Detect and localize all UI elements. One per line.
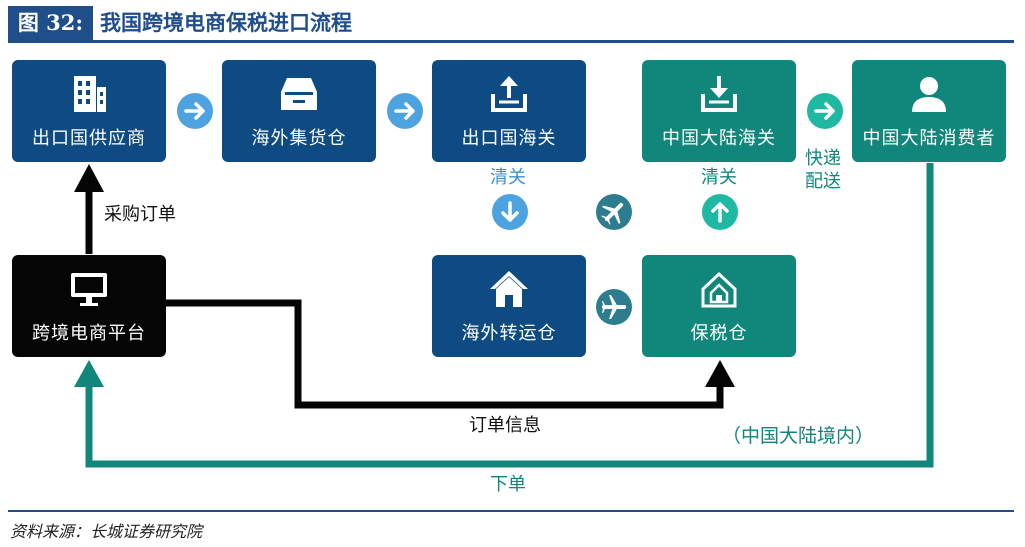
node-overseas-warehouse: 海外集货仓 [222, 60, 376, 162]
airplane-landing-icon [596, 194, 632, 230]
arrow-right-icon [177, 93, 213, 129]
node-bonded-warehouse-label: 保税仓 [690, 323, 748, 344]
region-label: （中国大陆境内） [722, 425, 875, 447]
source-note: 资料来源：长城证券研究院 [10, 522, 203, 541]
node-bonded-warehouse: 保税仓 [642, 255, 796, 357]
express-label-line1: 快递 [805, 148, 841, 169]
node-supplier: 出口国供应商 [12, 60, 166, 162]
clearance-label-right: 清关 [701, 167, 737, 188]
order-info-line [166, 299, 724, 409]
node-export-customs: 出口国海关 [432, 60, 586, 162]
node-transfer-warehouse-label: 海外转运仓 [461, 323, 557, 344]
figure-title: 我国跨境电商保税进口流程 [100, 10, 352, 35]
order-info-label: 订单信息 [469, 415, 541, 436]
home-icon [490, 271, 528, 307]
node-export-customs-label: 出口国海关 [461, 128, 557, 149]
footer-rule [8, 510, 1014, 512]
clearance-label-left: 清关 [490, 167, 526, 188]
order-info-arrowhead [705, 360, 735, 387]
arrow-up-icon [702, 194, 738, 230]
node-transfer-warehouse: 海外转运仓 [432, 255, 586, 357]
place-order-label: 下单 [490, 474, 526, 495]
place-order-line [85, 163, 934, 468]
figure-title-bar: 图 32: 我国跨境电商保税进口流程 [8, 6, 1014, 43]
node-overseas-warehouse-label: 海外集货仓 [251, 128, 347, 149]
node-consumer: 中国大陆消费者 [852, 60, 1006, 162]
arrow-right-icon [387, 93, 423, 129]
purchase-order-arrowhead [74, 164, 104, 192]
user-icon [912, 77, 946, 112]
node-china-customs: 中国大陆海关 [642, 60, 796, 162]
express-label-line2: 配送 [805, 171, 841, 192]
node-china-customs-label: 中国大陆海关 [662, 128, 776, 149]
node-consumer-label: 中国大陆消费者 [862, 128, 996, 149]
arrow-down-icon [492, 194, 528, 230]
outbox-upload-icon [491, 76, 527, 112]
arrow-right-icon [807, 93, 843, 129]
place-order-arrowhead [74, 360, 104, 387]
home-outline-icon [701, 271, 737, 308]
node-platform-label: 跨境电商平台 [32, 323, 146, 344]
purchase-order-label: 采购订单 [104, 204, 176, 225]
building-icon [74, 76, 106, 112]
airplane-icon [596, 289, 632, 325]
node-supplier-label: 出口国供应商 [32, 128, 146, 149]
node-platform: 跨境电商平台 [12, 255, 166, 357]
inbox-download-icon [701, 76, 737, 112]
inbox-icon [281, 78, 317, 110]
figure-number: 图 32: [8, 6, 93, 40]
monitor-icon [71, 273, 107, 306]
